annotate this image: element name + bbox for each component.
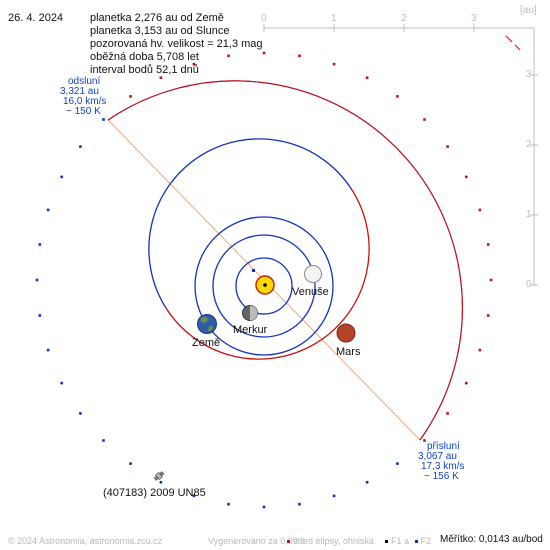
mars-orbit-red <box>165 189 370 360</box>
y-tick-3: 3 <box>526 69 532 80</box>
mercury-label: Merkur <box>233 324 268 336</box>
orbit-point <box>486 314 490 317</box>
earth-continents <box>200 316 213 332</box>
orbit-point <box>227 54 230 58</box>
orbit-point <box>129 462 132 465</box>
legend-foci: F1 a F2 <box>382 535 431 548</box>
orbit-point <box>192 494 196 498</box>
orbit-point <box>102 118 105 121</box>
aphelion-temperature: ~ 150 K <box>66 106 101 117</box>
orbit-point <box>396 462 399 465</box>
orbit-point <box>465 175 468 179</box>
orbit-point <box>79 145 82 148</box>
asteroid-orbit-above-ecliptic <box>107 80 463 441</box>
orbit-point <box>46 208 50 212</box>
sun-focus-marker <box>263 283 267 287</box>
mercury-orbit <box>235 257 293 315</box>
orbit-point <box>79 412 82 415</box>
x-tick-2: 2 <box>401 13 407 24</box>
orbit-point <box>478 208 482 212</box>
earth-orbit <box>194 216 334 356</box>
mars-orbit-blue <box>148 138 353 309</box>
perihelion-temperature: ~ 156 K <box>424 471 459 482</box>
legend-f1-marker <box>385 540 388 544</box>
scale-label: Měřítko: 0,0143 au/bod <box>440 534 543 545</box>
venus-label: Venuše <box>292 286 329 298</box>
mercury-shade <box>250 305 258 321</box>
aphelion-title: odsluní <box>68 76 101 87</box>
perihelion-distance: 3,067 au <box>418 451 457 462</box>
orbit-point <box>298 54 301 58</box>
axis-ticks <box>263 24 538 286</box>
orbit-point <box>38 314 42 317</box>
y-tick-0: 0 <box>526 279 532 290</box>
earth-label: Země <box>192 337 221 349</box>
copyright: © 2024 Astronomia, astronomia.zcu.cz <box>8 536 163 546</box>
y-tick-2: 2 <box>526 139 532 150</box>
orbit-point <box>60 175 63 179</box>
venus-orbit <box>212 234 316 338</box>
orbit-point <box>102 439 105 442</box>
orbit-point <box>446 412 449 415</box>
orbit-point <box>486 243 490 246</box>
orbit-point <box>298 502 301 506</box>
x-tick-1: 1 <box>331 13 337 24</box>
orbit-point <box>465 381 468 385</box>
orbit-point <box>365 481 369 484</box>
asteroid-orbit-points <box>35 51 493 509</box>
orbit-point <box>129 95 132 98</box>
orbit-point <box>262 505 266 509</box>
asteroid-orbit-below-ecliptic <box>107 80 463 441</box>
orbit-point <box>423 439 426 442</box>
earth-icon <box>197 314 217 334</box>
orbit-point <box>38 243 42 246</box>
orbit-point <box>227 502 230 506</box>
mars-label: Mars <box>336 346 361 358</box>
info-line-2: planetka 3,153 au od Slunce <box>90 25 230 37</box>
info-line-5: interval bodů 52,1 dnů <box>90 64 199 76</box>
aphelion-speed: 16,0 km/s <box>63 96 107 107</box>
axis-unit-label: [au] <box>520 5 537 16</box>
orbit-point <box>262 51 266 55</box>
corner-orbit-fragment <box>505 35 521 51</box>
asteroid-icon <box>153 471 165 481</box>
orbit-point <box>396 95 399 98</box>
orbit-point <box>423 118 426 121</box>
perihelion-title: přísluní <box>427 441 460 452</box>
perihelion-speed: 17,3 km/s <box>421 461 465 472</box>
legend-f2-marker <box>414 540 418 544</box>
legend-center-marker <box>287 540 290 544</box>
y-tick-1: 1 <box>526 209 532 220</box>
date-label: 26. 4. 2024 <box>8 12 64 24</box>
generation-time: Vygenerováno za 0,09 s <box>208 536 305 546</box>
x-tick-0: 0 <box>261 13 267 24</box>
orbit-point <box>478 348 482 352</box>
orbit-point <box>489 278 493 282</box>
orbit-point <box>46 348 50 352</box>
info-line-1: planetka 2,276 au od Země <box>90 12 224 24</box>
asteroid-label: (407183) 2009 UN85 <box>103 487 206 499</box>
orbit-point <box>332 62 336 66</box>
orbit-point <box>159 76 163 79</box>
orbit-point <box>60 381 63 385</box>
x-tick-3: 3 <box>471 13 477 24</box>
orbit-point <box>35 278 39 282</box>
legend-center: střed elipsy, ohniska <box>284 535 374 548</box>
orbit-point <box>332 494 336 498</box>
orbit-point <box>159 481 163 484</box>
orbit-point <box>365 76 369 79</box>
focus-f2-marker <box>252 269 255 272</box>
orbit-point <box>446 145 449 148</box>
venus-icon <box>304 265 322 283</box>
orbit-point <box>192 62 196 66</box>
info-line-3: pozorovaná hv. velikost = 21,3 mag <box>90 38 263 50</box>
aphelion-distance: 3,321 au <box>60 86 99 97</box>
info-line-4: oběžná doba 5,708 let <box>90 51 199 63</box>
mars-icon <box>336 323 356 343</box>
